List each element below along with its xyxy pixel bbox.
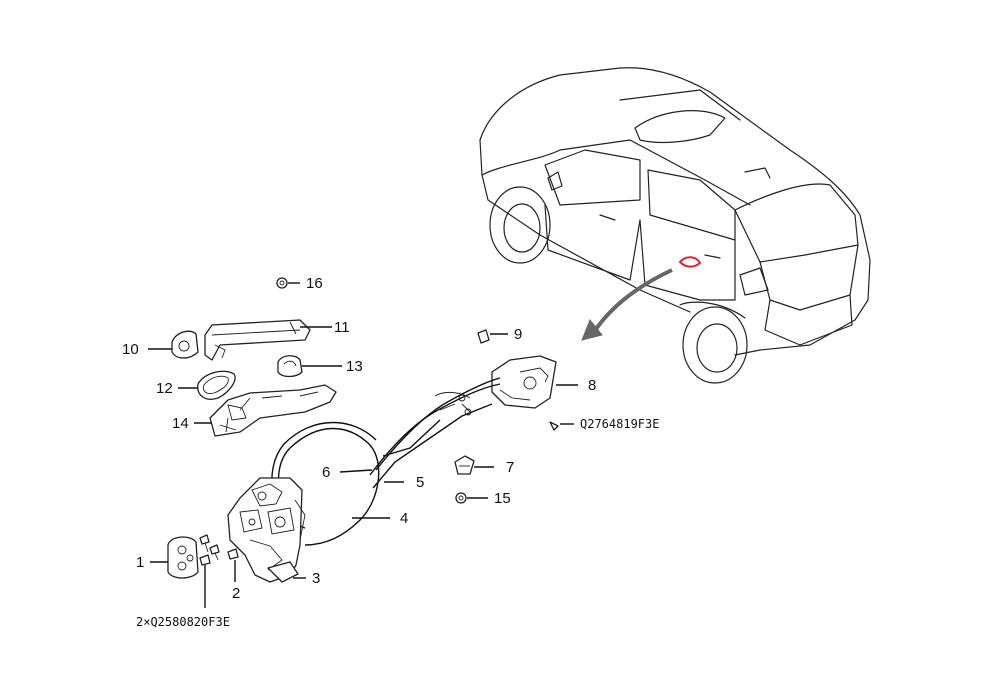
callout-4: 4 <box>400 510 408 527</box>
part-15-washer <box>455 492 488 504</box>
part-7-push-fastener <box>454 455 494 475</box>
part-1-striker-plate <box>150 536 199 579</box>
callout-3: 3 <box>312 570 320 587</box>
callout-7: 7 <box>506 459 514 476</box>
callout-14: 14 <box>172 415 189 432</box>
callout-6: 6 <box>322 464 330 481</box>
part-16-washer <box>276 277 300 289</box>
callout-13: 13 <box>346 358 363 375</box>
callout-15: 15 <box>494 490 511 507</box>
callout-16: 16 <box>306 275 323 292</box>
callout-11: 11 <box>334 319 350 336</box>
door-latch-assembly <box>227 477 306 583</box>
part-8-inner-handle <box>491 355 578 409</box>
highlighted-door-handle <box>678 256 702 268</box>
callout-2: 2 <box>232 585 240 602</box>
car-illustration <box>479 67 871 384</box>
callout-10: 10 <box>122 341 139 358</box>
small-screw <box>549 421 574 431</box>
part-12-gasket <box>178 370 236 400</box>
part-number-bolt: 2×Q2580820F3E <box>136 615 230 629</box>
pointer-arrowhead <box>581 319 603 341</box>
part-11-outer-handle <box>204 319 332 361</box>
pointer-arrow <box>592 268 673 334</box>
callout-5: 5 <box>416 474 424 491</box>
part-number-screw: Q2764819F3E <box>580 417 659 431</box>
mounting-bolts <box>199 534 239 608</box>
callout-8: 8 <box>588 377 596 394</box>
part-14-handle-bracket <box>194 384 337 437</box>
callout-9: 9 <box>514 326 522 343</box>
part-10-handle-cap <box>148 330 199 359</box>
part-9-clip <box>477 329 508 344</box>
part-13-seal <box>277 355 342 378</box>
callout-1: 1 <box>136 554 144 571</box>
callout-12: 12 <box>156 380 173 397</box>
